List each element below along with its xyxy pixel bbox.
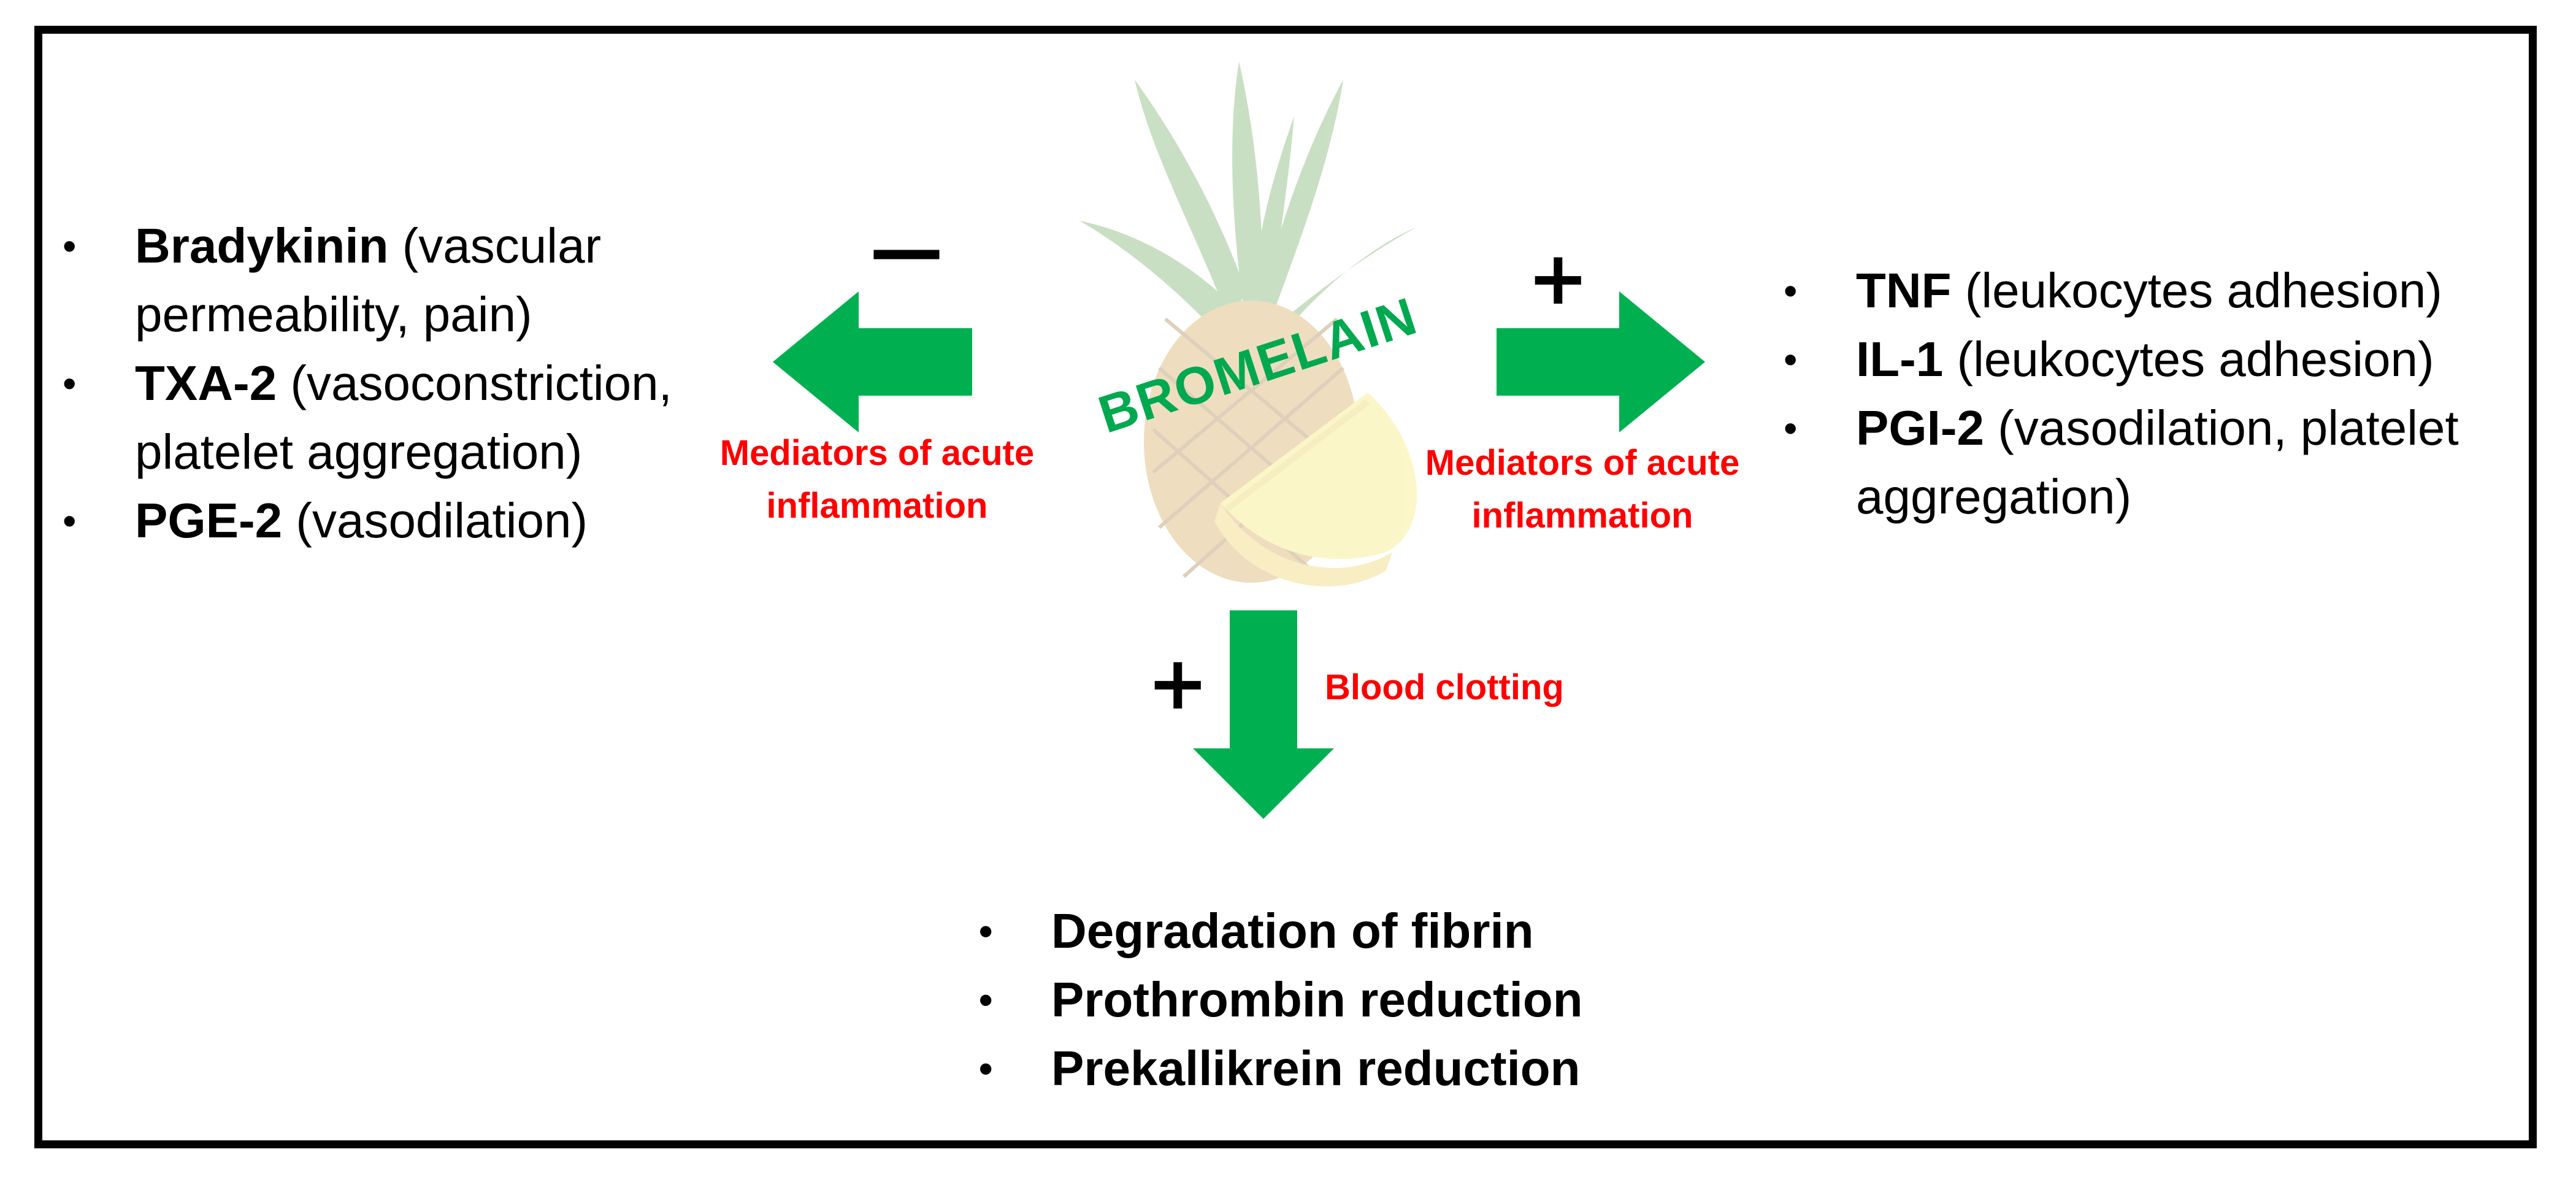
right-arrow-label: Mediators of acute inflammation: [1398, 437, 1766, 542]
right-arrow-label-line-2: inflammation: [1471, 496, 1693, 536]
left-arrow-label-line-1: Mediators of acute: [719, 433, 1035, 473]
list-item: IL-1 (leukocytes adhesion): [1784, 325, 2538, 394]
mediator-desc-cont: platelet aggregation): [135, 424, 583, 479]
mediator-term: Bradykinin: [135, 218, 389, 273]
right-arrow: [1497, 291, 1705, 432]
list-item: TXA-2 (vasoconstriction, platelet aggrega…: [63, 349, 762, 486]
mediator-term: IL-1: [1856, 332, 1944, 386]
stimulated-mediators-list: TNF (leukocytes adhesion) IL-1 (leukocyt…: [1784, 256, 2538, 531]
list-item: TNF (leukocytes adhesion): [1784, 256, 2538, 325]
clotting-effects-list: Degradation of fibrin Prothrombin reduct…: [979, 897, 1715, 1103]
list-item: Prothrombin reduction: [979, 966, 1715, 1034]
mediator-desc: (leukocytes adhesion): [1943, 332, 2434, 386]
mediator-desc: (vasoconstriction,: [277, 356, 672, 410]
mediator-term: TXA-2: [135, 356, 277, 410]
plus-sign-right: +: [1527, 236, 1589, 321]
left-arrow: [773, 291, 972, 432]
list-item: Degradation of fibrin: [979, 897, 1715, 966]
list-item: Bradykinin (vascular permeability, pain): [63, 212, 762, 349]
mediator-term: PGE-2: [135, 493, 283, 548]
mediator-desc-cont: aggregation): [1856, 469, 2132, 524]
mediator-term: PGI-2: [1856, 401, 1984, 455]
plus-sign-bottom: +: [1147, 641, 1209, 726]
list-item: PGE-2 (vasodilation): [63, 486, 762, 555]
down-arrow: [1193, 610, 1334, 819]
right-arrow-label-line-1: Mediators of acute: [1425, 443, 1740, 483]
mediator-desc: (vascular: [388, 218, 602, 273]
left-arrow-label-line-2: inflammation: [766, 486, 988, 526]
minus-sign: —: [870, 207, 943, 293]
left-arrow-label: Mediators of acute inflammation: [693, 427, 1061, 532]
mediator-desc: (vasodilation, platelet: [1984, 401, 2459, 455]
list-item: PGI-2 (vasodilation, platelet aggregation…: [1784, 394, 2538, 531]
mediator-desc: (vasodilation): [282, 493, 588, 548]
list-item: Prekallikrein reduction: [979, 1034, 1715, 1103]
mediator-desc: (leukocytes adhesion): [1951, 263, 2442, 318]
mediator-desc-cont: permeability, pain): [135, 287, 532, 342]
mediator-term: TNF: [1856, 263, 1952, 318]
blood-clotting-label: Blood clotting: [1325, 667, 1564, 707]
